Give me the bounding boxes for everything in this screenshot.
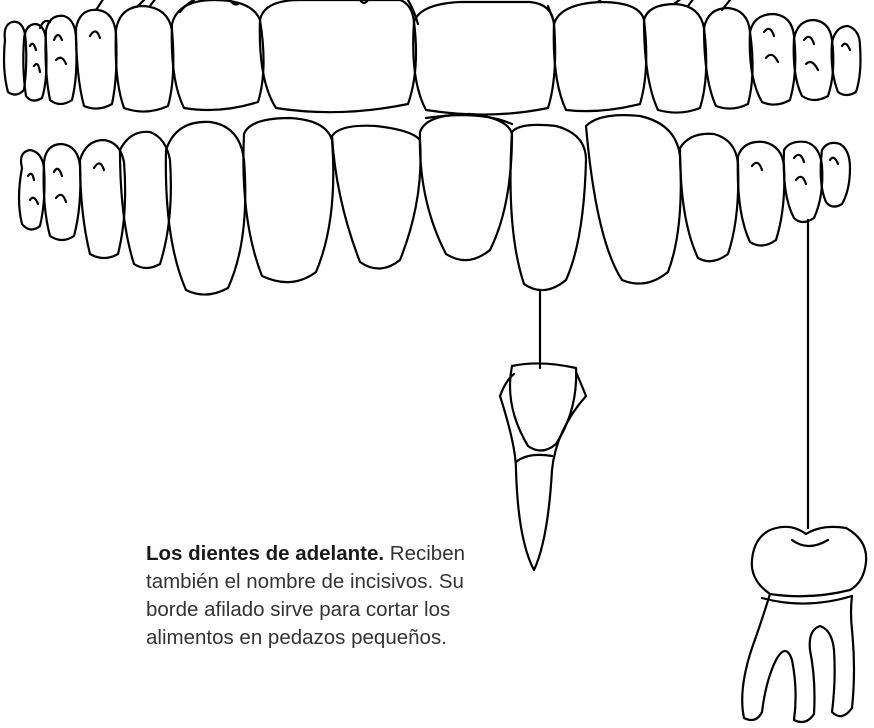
lower-teeth (19, 114, 850, 295)
incisor-detail (500, 363, 586, 570)
molar-detail (742, 527, 866, 722)
caption-heading: Los dientes de adelante. (146, 542, 384, 565)
caption: Los dientes de adelante. Reciben también… (146, 540, 496, 652)
upper-teeth (4, 0, 861, 115)
